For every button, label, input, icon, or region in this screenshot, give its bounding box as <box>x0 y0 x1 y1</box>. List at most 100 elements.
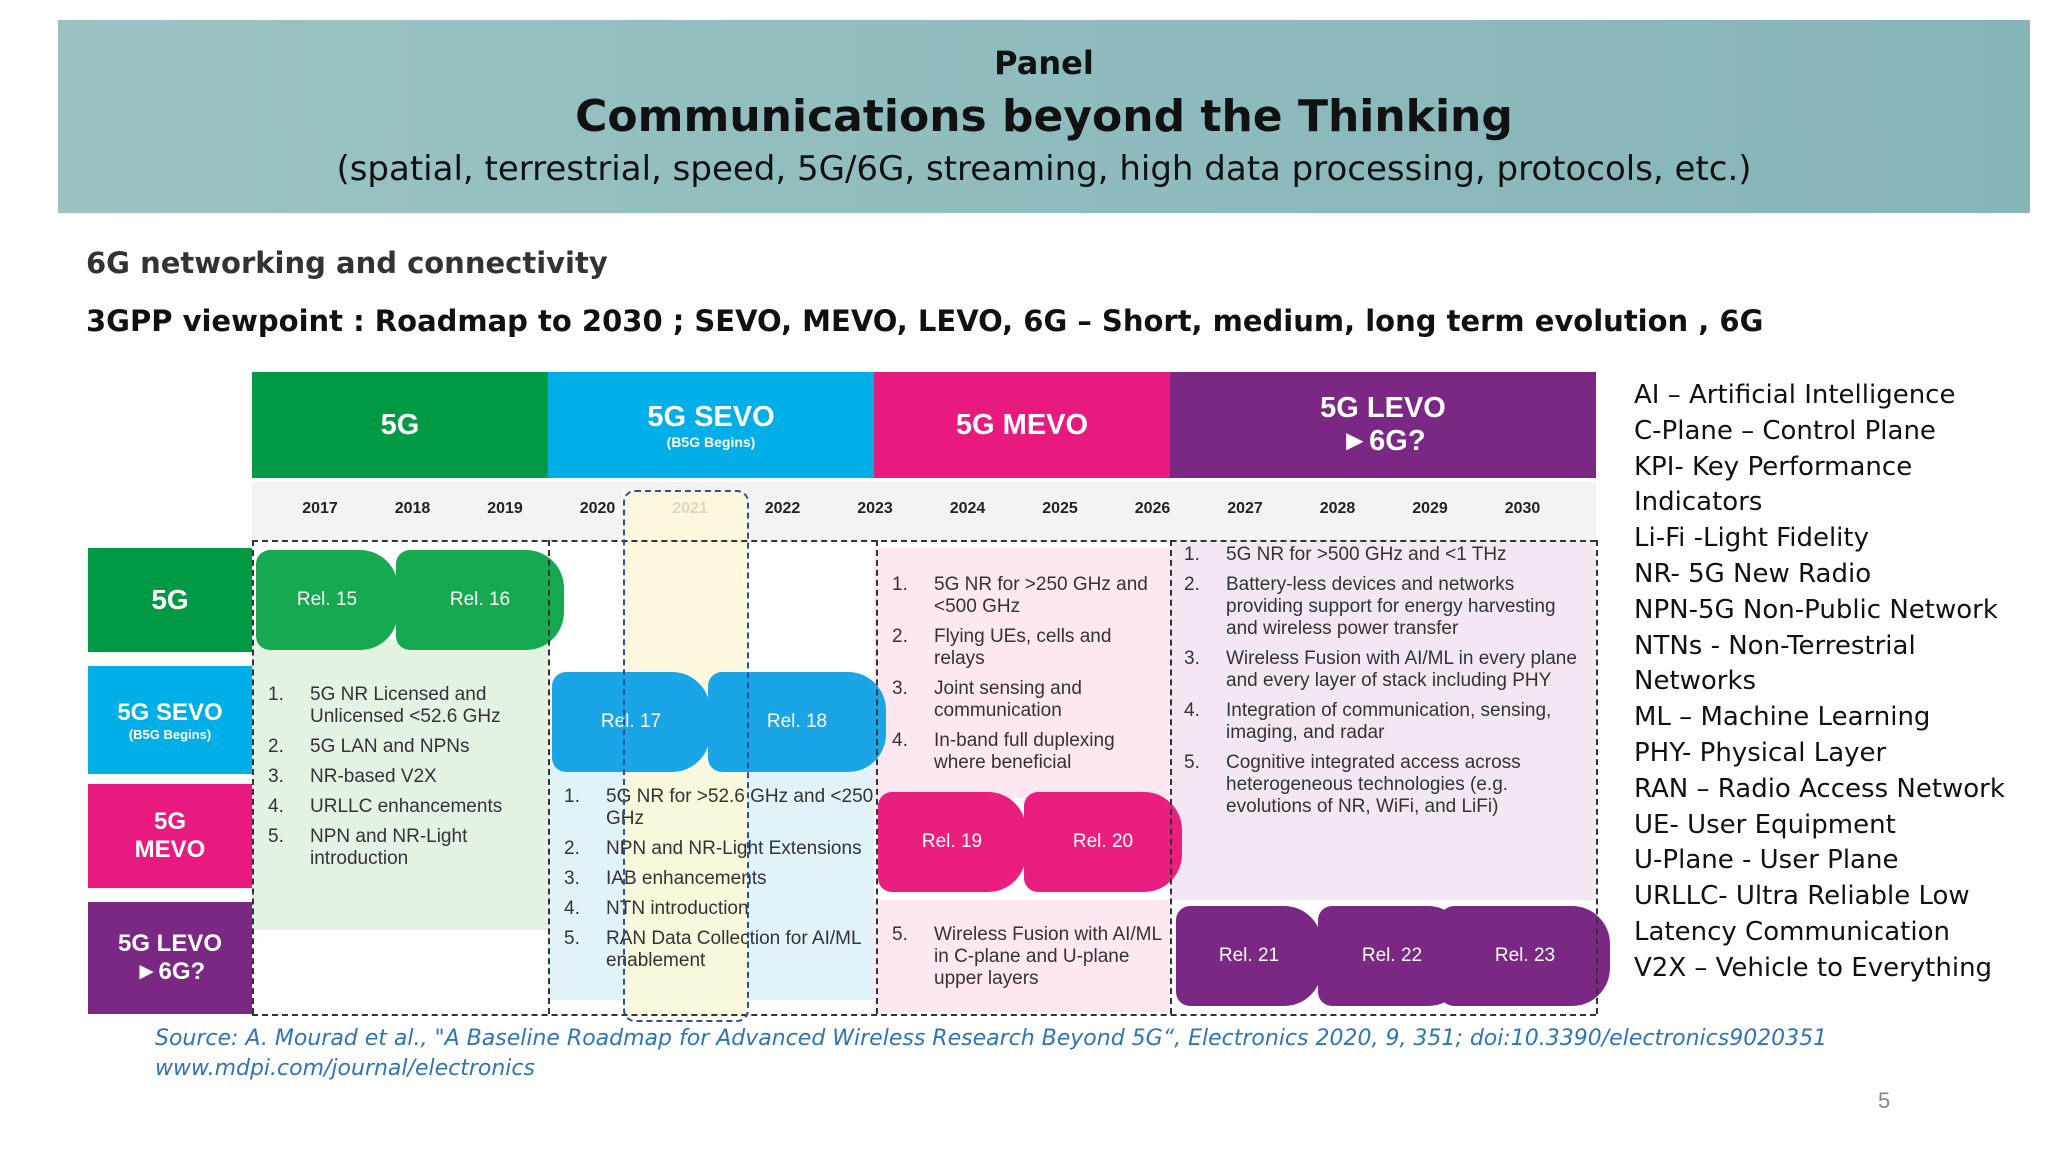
phase-title: 5G LEVO <box>1320 392 1446 424</box>
year-label: 2028 <box>1319 500 1356 517</box>
source-link[interactable]: www.mdpi.com/journal/electronics <box>155 1056 535 1081</box>
list-5g-features: 1.5G NR Licensed and Unlicensed <52.6 GH… <box>268 684 524 878</box>
phase-subtitle: (B5G Begins) <box>666 433 756 450</box>
dashed-line <box>252 540 254 1014</box>
list-item-number: 4. <box>1184 700 1200 721</box>
list-item: 4.URLLC enhancements <box>268 796 524 818</box>
abbreviation-item: Li-Fi -Light Fidelity <box>1634 523 1869 554</box>
list-item-number: 2. <box>268 736 284 757</box>
abbreviation-item: KPI- Key Performance <box>1634 451 1913 482</box>
abbreviation-item: AI – Artificial Intelligence <box>1634 380 1956 410</box>
year-label: 2024 <box>949 500 986 517</box>
abbreviation-item: RAN – Radio Access Network <box>1634 773 2005 804</box>
row-label-mevo: 5G MEVO <box>88 784 252 888</box>
abbreviation-item: NPN-5G Non-Public Network <box>1634 594 1998 625</box>
slide-subtitle: (spatial, terrestrial, speed, 5G/6G, str… <box>336 149 1752 189</box>
phase-header-levo: 5G LEVO ►6G? <box>1170 372 1596 478</box>
list-item-number: 2. <box>1184 574 1200 595</box>
list-item-number: 1. <box>1184 544 1200 565</box>
abbreviation-item: U-Plane - User Plane <box>1634 845 1899 876</box>
year-label: 2017 <box>302 500 338 517</box>
list-item-text: 5G LAN and NPNs <box>310 736 470 757</box>
source-text: Source: A. Mourad et al., "A Baseline Ro… <box>155 1026 1828 1051</box>
panel-mevo <box>874 548 1170 798</box>
dashed-line <box>548 540 550 1014</box>
dashed-line <box>876 540 878 1014</box>
list-item-number: 1. <box>564 786 580 807</box>
release-rel-23: Rel. 23 <box>1440 906 1610 1006</box>
list-item: 5.Wireless Fusion with AI/ML in C-plane … <box>892 924 1166 990</box>
list-item: 4. In-band full duplexing where beneficia… <box>892 730 1166 774</box>
abbreviation-item: Indicators <box>1634 487 1763 518</box>
list-item: 5.RAN Data Collection for AI/ML enableme… <box>564 928 876 972</box>
list-item-number: 1. <box>268 684 284 705</box>
abbreviation-item: ML – Machine Learning <box>1634 702 1931 733</box>
list-item: 1.5G NR Licensed and Unlicensed <52.6 GH… <box>268 684 524 728</box>
roadmap-heading: 3GPP viewpoint : Roadmap to 2030 ; SEVO,… <box>86 304 1764 338</box>
list-sevo-features: 1. 5G NR for >52.6 GHz and <250 GHz 2.NPN … <box>564 786 876 980</box>
list-item: 4.Integration of communication, sensing,… <box>1184 700 1592 744</box>
source-citation: Source: A. Mourad et al., "A Baseline Ro… <box>155 1024 1827 1084</box>
list-item-text: Cognitive integrated access across heter… <box>1226 752 1521 817</box>
row-label-text: 5G <box>153 808 186 835</box>
list-item-number: 5. <box>1184 752 1200 773</box>
release-rel-18: Rel. 18 <box>708 672 886 772</box>
list-item-text: Joint sensing and communication <box>934 678 1082 721</box>
list-item-number: 3. <box>892 678 908 699</box>
abbreviation-item: Latency Communication <box>1634 916 1950 947</box>
row-label-subtext: MEVO <box>134 836 206 863</box>
year-label: 2026 <box>1134 500 1171 517</box>
year-label: 2022 <box>764 500 801 517</box>
list-item-text: NPN and NR-Light introduction <box>310 826 468 869</box>
list-item-number: 3. <box>564 868 580 889</box>
row-label-sevo: 5G SEVO (B5G Begins) <box>88 666 252 774</box>
phase-header-sevo: 5G SEVO (B5G Begins) <box>548 372 874 478</box>
release-rel-19: Rel. 19 <box>878 792 1026 892</box>
list-item-number: 5. <box>268 826 284 847</box>
list-item-text: 5G NR for >52.6 GHz and <250 GHz <box>606 786 874 829</box>
list-item: 2.NPN and NR-Light Extensions <box>564 838 876 860</box>
list-item-number: 4. <box>892 730 908 751</box>
list-item: 3.IAB enhancements <box>564 868 876 890</box>
list-mevo-features: 1.5G NR for >250 GHz and <500 GHz 2. Flyin… <box>892 574 1166 782</box>
year-label: 2029 <box>1412 500 1448 517</box>
list-item-text: URLLC enhancements <box>310 796 503 817</box>
year-label: 2023 <box>857 500 893 517</box>
list-item-text: In-band full duplexing where beneficial <box>934 730 1115 773</box>
row-label-5g: 5G <box>88 548 252 652</box>
list-item: 5. Cognitive integrated access across het… <box>1184 752 1592 818</box>
dashed-line-top <box>252 540 1596 542</box>
list-item-text: 5G NR for >250 GHz and <500 GHz <box>934 574 1148 617</box>
list-item-text: Battery-less devices and networks provid… <box>1226 574 1556 639</box>
abbreviation-item: URLLC- Ultra Reliable Low <box>1634 881 1970 912</box>
slide-title: Communications beyond the Thinking <box>575 91 1513 142</box>
list-item: 3.Wireless Fusion with AI/ML in every pl… <box>1184 648 1592 692</box>
list-item-number: 2. <box>892 626 908 647</box>
year-label: 2019 <box>487 500 523 517</box>
panel-mevo-lower <box>874 900 1170 1012</box>
list-item-text: Flying UEs, cells and relays <box>934 626 1112 669</box>
year-label: 2025 <box>1042 500 1078 517</box>
row-label-levo: 5G LEVO ►6G? <box>88 902 252 1014</box>
list-item-text: Wireless Fusion with AI/ML in C-plane an… <box>934 924 1162 989</box>
list-item: 5. NPN and NR-Light introduction <box>268 826 524 870</box>
abbreviation-item: Networks <box>1634 666 1757 697</box>
list-item-text: NR-based V2X <box>310 766 437 787</box>
release-rel-15: Rel. 15 <box>256 550 398 650</box>
list-item: 2. Battery-less devices and networks prov… <box>1184 574 1592 640</box>
panel-5g <box>252 640 548 930</box>
row-label-text: 5G SEVO <box>117 698 223 726</box>
year-axis <box>252 482 1596 540</box>
list-item-number: 3. <box>268 766 284 787</box>
abbreviation-item: C-Plane – Control Plane <box>1634 415 1936 446</box>
list-item: 2. 5G LAN and NPNs <box>268 736 524 758</box>
abbreviation-item: PHY- Physical Layer <box>1634 737 1887 768</box>
title-banner: Panel Communications beyond the Thinking… <box>58 20 2030 213</box>
phase-title: 5G SEVO <box>647 400 775 433</box>
year-label: 2030 <box>1504 500 1541 517</box>
list-item-text: RAN Data Collection for AI/ML enablement <box>606 928 861 971</box>
dashed-line <box>1170 540 1172 1014</box>
list-item: 1.5G NR for >250 GHz and <500 GHz <box>892 574 1166 618</box>
